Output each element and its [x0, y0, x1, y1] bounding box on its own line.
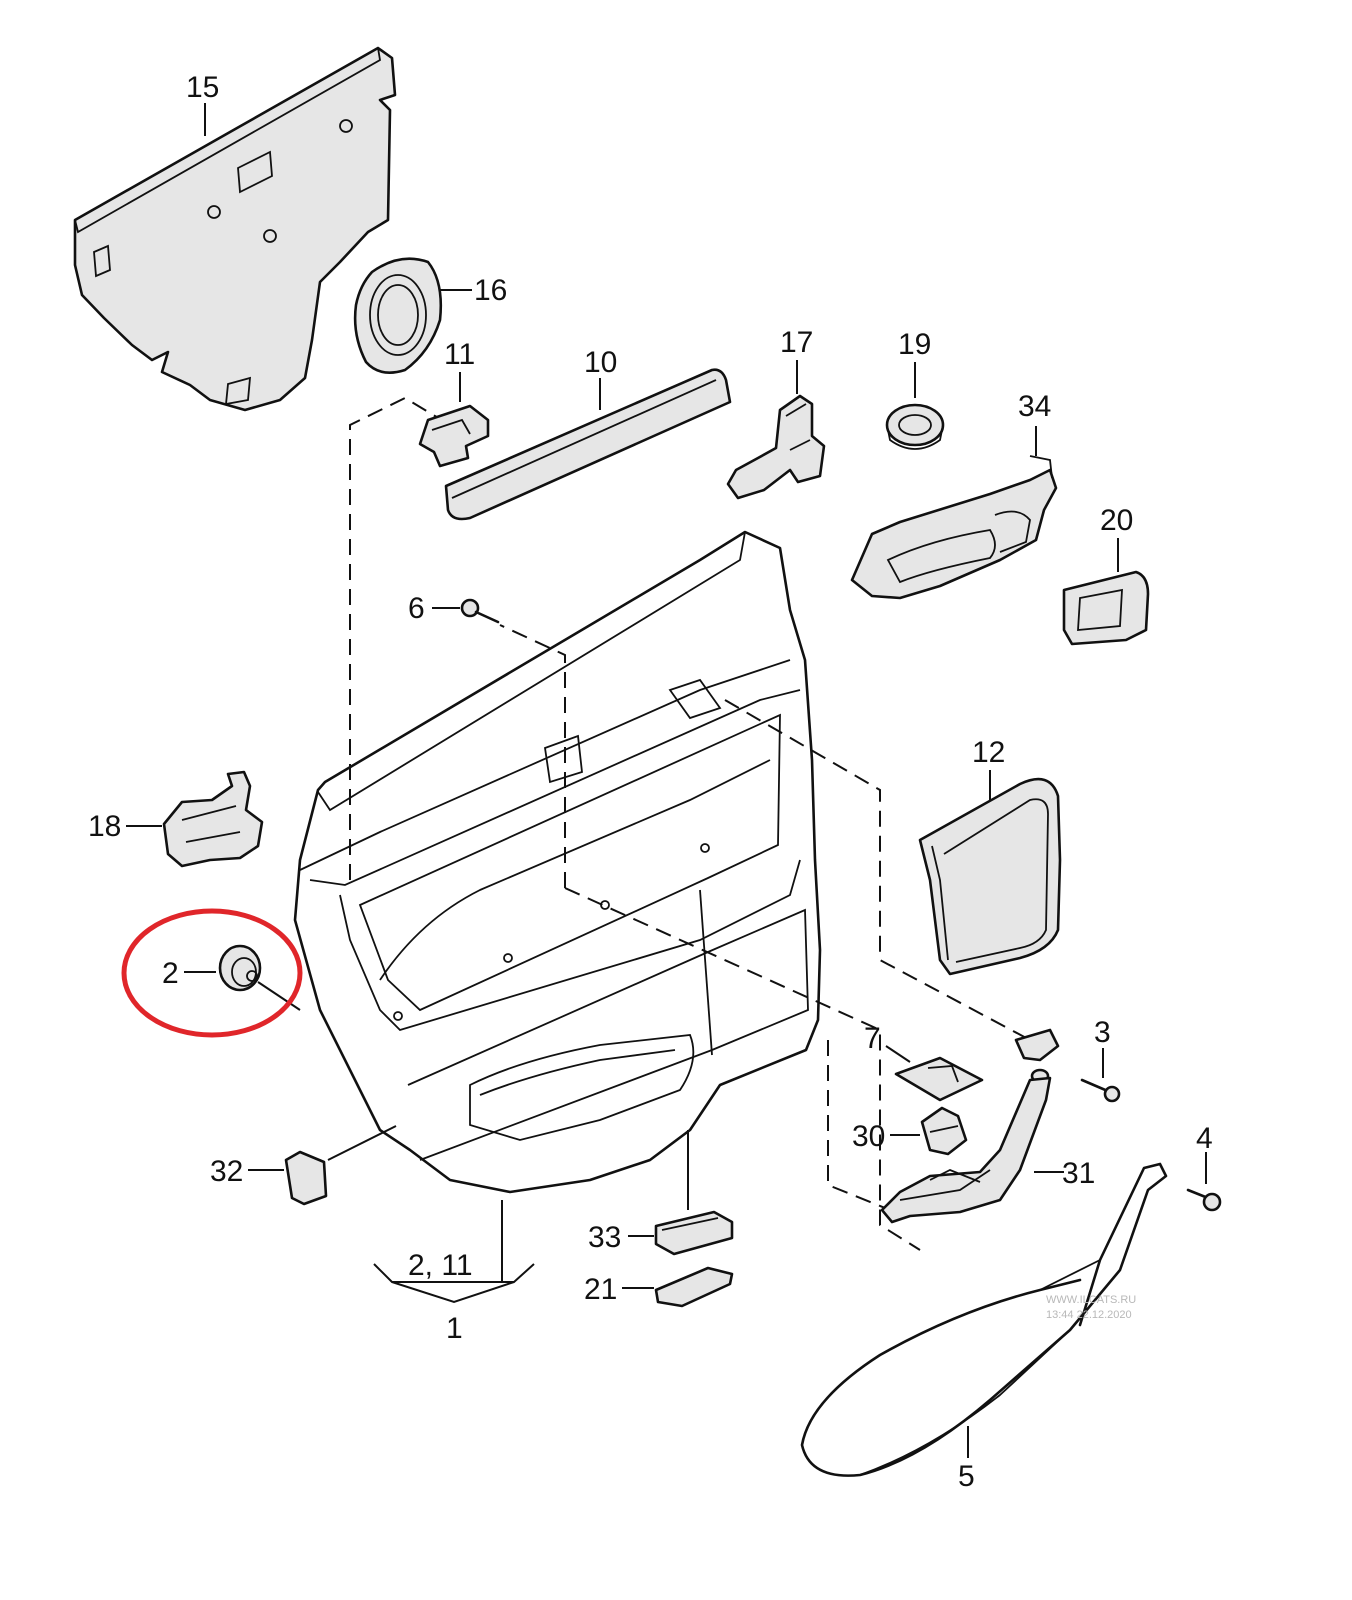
callout-12: 12 [972, 736, 1005, 769]
callout-2-11: 2, 11 [408, 1249, 473, 1282]
leader-lines [126, 103, 1207, 1458]
part-11-clip [418, 404, 490, 468]
callout-15: 15 [186, 71, 219, 104]
callout-1: 1 [446, 1312, 463, 1345]
callout-18: 18 [88, 810, 121, 843]
callout-32: 32 [210, 1155, 243, 1188]
part-17-lock-bracket [726, 394, 826, 500]
callout-2: 2 [162, 957, 179, 990]
callout-30: 30 [852, 1120, 885, 1153]
part-12-pocket-insert [918, 777, 1062, 976]
callout-19: 19 [898, 328, 931, 361]
watermark-site: WWW.ILCATS.RU [1046, 1294, 1136, 1306]
part-33-cover [654, 1210, 734, 1256]
part-32-cap [284, 1150, 328, 1206]
part-3-screw [1014, 1028, 1121, 1103]
part-15-insulation-panel [73, 46, 397, 412]
part-20-handle-cover [1062, 570, 1150, 646]
part-19-grommet [885, 403, 945, 450]
callout-5: 5 [958, 1460, 975, 1493]
callout-17: 17 [780, 326, 813, 359]
part-6-screw [460, 598, 500, 624]
callout-labels: 15 16 11 10 17 19 34 20 6 18 12 2 7 3 30… [88, 71, 1213, 1493]
callout-33: 33 [588, 1221, 621, 1254]
part-21-pad [654, 1266, 734, 1308]
callout-31: 31 [1062, 1157, 1095, 1190]
callout-34: 34 [1018, 390, 1051, 423]
callout-16: 16 [474, 274, 507, 307]
callout-20: 20 [1100, 504, 1133, 537]
part-34-handle-bracket [850, 455, 1058, 600]
part-2-retaining-clip [218, 944, 301, 1011]
callout-6: 6 [408, 592, 425, 625]
callout-21: 21 [584, 1273, 617, 1306]
part-31-armrest-bracket [880, 1076, 1052, 1224]
callout-10: 10 [584, 346, 617, 379]
assembly-dash-lines [349, 396, 1031, 1251]
part-16-speaker-ring [353, 257, 443, 374]
part-1-door-trim-panel [293, 530, 822, 1194]
part-5-armrest [800, 1162, 1168, 1477]
watermark-timestamp: 13:44 22.12.2020 [1046, 1309, 1132, 1321]
callout-7: 7 [864, 1022, 881, 1055]
part-4-screw [1186, 1188, 1222, 1212]
part-18-handle-mechanism [162, 770, 264, 868]
part-10-trim-strip [444, 368, 732, 521]
red-highlight-circle [121, 908, 303, 1038]
callout-11: 11 [444, 338, 475, 371]
part-30-switch [920, 1106, 968, 1156]
part-7-cover-plate [894, 1056, 984, 1102]
callout-4: 4 [1196, 1122, 1213, 1155]
watermark: WWW.ILCATS.RU 13:44 22.12.2020 [1046, 1294, 1136, 1321]
callout-3: 3 [1094, 1016, 1111, 1049]
